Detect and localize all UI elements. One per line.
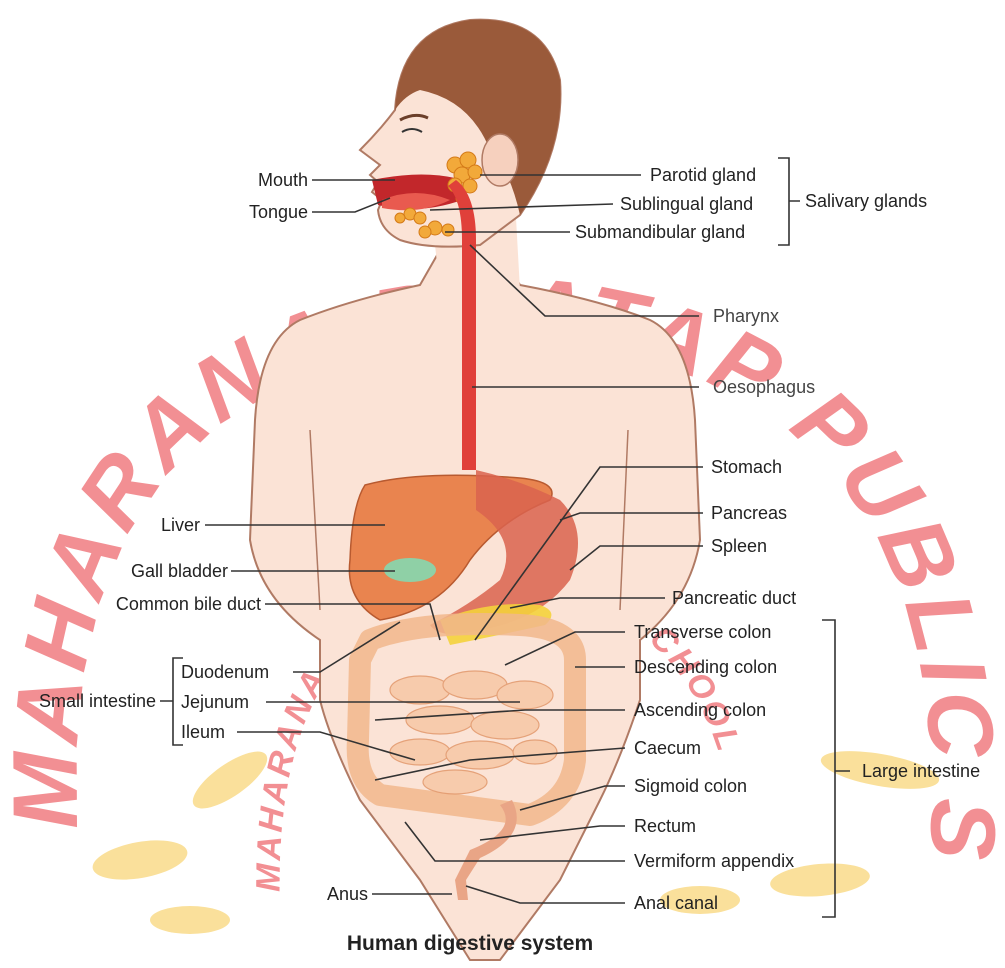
- label-large-intestine: Large intestine: [862, 761, 980, 781]
- label-transverse-colon: Transverse colon: [634, 622, 771, 642]
- label-vermiform-appendix: Vermiform appendix: [634, 851, 794, 871]
- diagram-title: Human digestive system: [347, 932, 593, 955]
- label-pancreatic-duct: Pancreatic duct: [672, 588, 796, 608]
- label-sigmoid-colon: Sigmoid colon: [634, 776, 747, 796]
- label-salivary-glands: Salivary glands: [805, 191, 927, 211]
- salivary-bracket: [778, 158, 800, 245]
- label-tongue: Tongue: [249, 202, 308, 222]
- label-parotid-gland: Parotid gland: [650, 165, 756, 185]
- label-anal-canal: Anal canal: [634, 893, 718, 913]
- label-common-bile-duct: Common bile duct: [116, 594, 261, 614]
- label-liver: Liver: [161, 515, 200, 535]
- label-descending-colon: Descending colon: [634, 657, 777, 677]
- label-anus: Anus: [327, 884, 368, 904]
- label-ascending-colon: Ascending colon: [634, 700, 766, 720]
- label-pancreas: Pancreas: [711, 503, 787, 523]
- label-oesophagus: Oesophagus: [713, 377, 815, 397]
- label-caecum: Caecum: [634, 738, 701, 758]
- label-mouth: Mouth: [258, 170, 308, 190]
- gall-bladder-shape: [384, 558, 436, 582]
- body-figure: [250, 20, 700, 960]
- label-duodenum: Duodenum: [181, 662, 269, 682]
- label-jejunum: Jejunum: [181, 692, 249, 712]
- label-spleen: Spleen: [711, 536, 767, 556]
- small-intestine-bracket: [160, 658, 183, 745]
- label-stomach: Stomach: [711, 457, 782, 477]
- ear: [482, 134, 518, 186]
- label-pharynx: Pharynx: [713, 306, 779, 326]
- label-submandibular-gland: Submandibular gland: [575, 222, 745, 242]
- label-rectum: Rectum: [634, 816, 696, 836]
- label-sublingual-gland: Sublingual gland: [620, 194, 753, 214]
- label-ileum: Ileum: [181, 722, 225, 742]
- label-gall-bladder: Gall bladder: [131, 561, 228, 581]
- label-small-intestine: Small intestine: [39, 691, 156, 711]
